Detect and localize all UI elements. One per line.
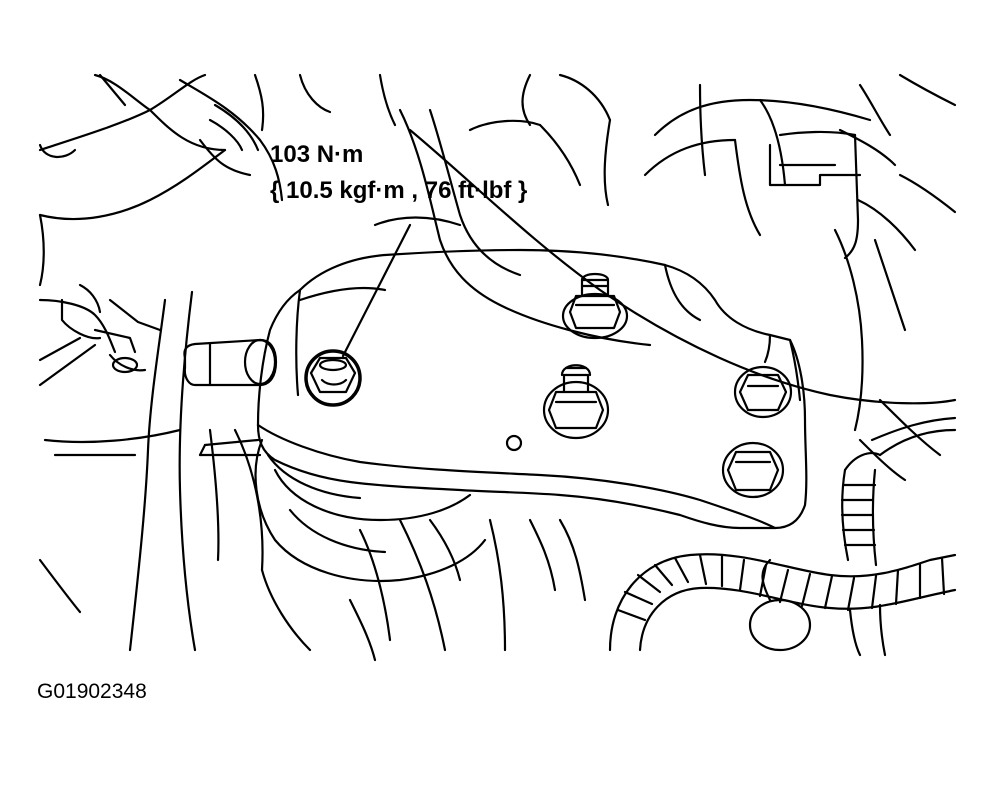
torque-value-nm: 103 N·m [270,141,364,168]
bolt-right-lower [723,443,783,497]
figure-id: G01902348 [37,680,147,703]
callout-leader [343,225,410,356]
mount-bracket [200,250,806,581]
torque-value-alt-units: { 10.5 kgf·m , 76 ft·lbf } [270,177,528,204]
stud-nut-top [563,274,627,338]
torque-bolt [306,351,360,405]
wire-harness [610,418,955,655]
bolt-right-upper [735,367,791,417]
stud-nut-center [544,365,608,438]
